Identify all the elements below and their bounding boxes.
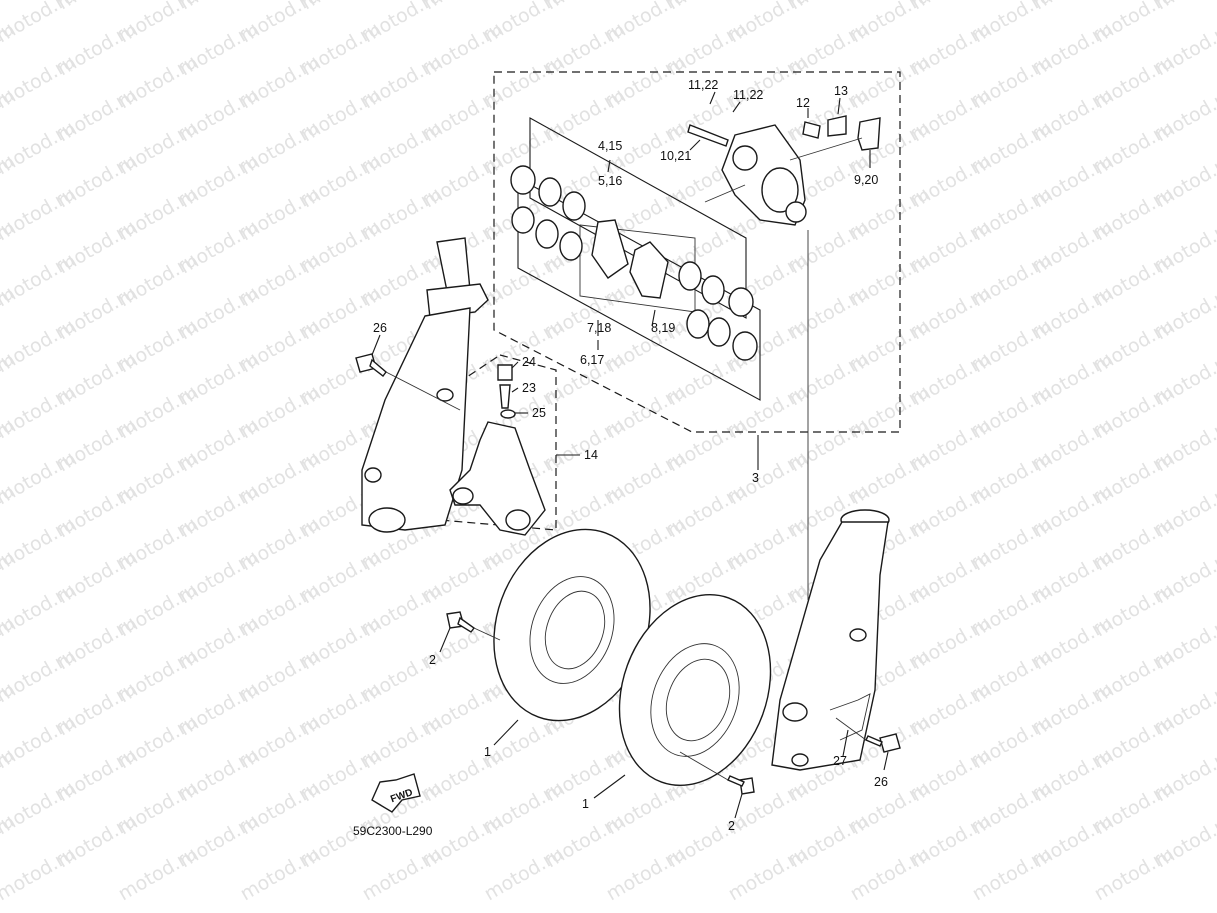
caliper-body-upper — [687, 115, 881, 226]
callout-12: 12 — [796, 96, 810, 110]
caliper-left — [449, 364, 546, 536]
forward-arrow-icon: FWD — [371, 773, 421, 813]
pistons-and-seals — [510, 165, 758, 361]
callout-11-22-right: 11,22 — [733, 88, 763, 102]
callout-2-left: 2 — [429, 653, 436, 667]
watermark-text: motod.ru — [725, 843, 811, 906]
watermark-text: motod.ru — [603, 843, 689, 906]
callout-27: 27 — [833, 754, 847, 768]
callout-3: 3 — [752, 471, 759, 485]
drawing-code: 59C2300-L290 — [353, 824, 433, 838]
callout-14: 14 — [584, 448, 598, 462]
callout-24: 24 — [522, 355, 536, 369]
watermark-text: motod.ru — [0, 0, 18, 14]
callout-26-right: 26 — [874, 775, 888, 789]
watermark-text: motod.ru — [115, 843, 201, 906]
callout-6-17: 6,17 — [580, 353, 604, 367]
callout-25: 25 — [532, 406, 546, 420]
watermark-text: motod.ru — [481, 843, 567, 906]
brake-disc-right — [618, 593, 772, 787]
leader-lines — [371, 91, 889, 819]
watermark-text: motod.ru — [0, 843, 79, 906]
callout-9-20: 9,20 — [854, 173, 878, 187]
callout-26-left: 26 — [373, 321, 387, 335]
callout-1-left: 1 — [484, 745, 491, 759]
left-fork-leg — [361, 237, 489, 533]
right-fork-leg — [771, 509, 890, 771]
watermark-text: motod.ru — [969, 843, 1055, 906]
brake-pads — [591, 219, 669, 299]
caliper-assembly-box — [493, 71, 901, 433]
watermark-text: motod.ru — [237, 843, 323, 906]
callout-1-right: 1 — [582, 797, 589, 811]
bolts — [355, 353, 901, 795]
watermark-text: motod.ru — [359, 843, 445, 906]
callout-5-16: 5,16 — [598, 174, 622, 188]
callout-labels: 26 24 23 25 14 3 2 1 1 2 27 26 4,15 5,16… — [373, 78, 888, 833]
watermark-text: motod.ru — [847, 843, 933, 906]
callout-7-18: 7,18 — [587, 321, 611, 335]
callout-4-15: 4,15 — [598, 139, 622, 153]
callout-13: 13 — [834, 84, 848, 98]
callout-23: 23 — [522, 381, 536, 395]
callout-11-22-left: 11,22 — [688, 78, 718, 92]
callout-8-19: 8,19 — [651, 321, 675, 335]
watermark-text: motod.ru — [1091, 843, 1177, 906]
seal-kit-outline-lower — [517, 177, 761, 401]
callout-2-right: 2 — [728, 819, 735, 833]
callout-10-21: 10,21 — [660, 149, 691, 163]
